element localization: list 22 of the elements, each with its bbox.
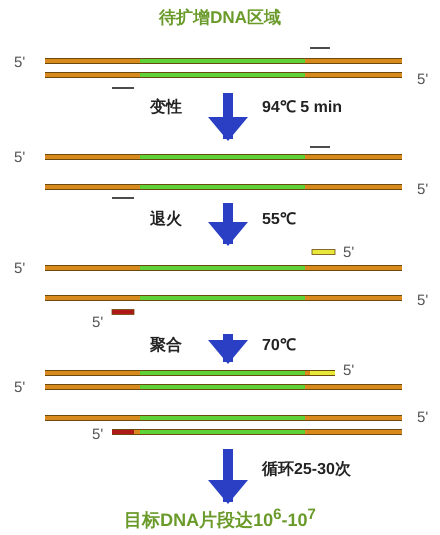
edge-label: 聚合 bbox=[150, 338, 182, 354]
strand-end-label: 5' bbox=[14, 150, 26, 165]
edge-label: 退火 bbox=[150, 212, 182, 228]
strand-end-label: 5' bbox=[92, 427, 104, 442]
arrow bbox=[208, 93, 248, 141]
title: 待扩增DNA区域 bbox=[158, 7, 282, 29]
strand-end-label: 5' bbox=[14, 380, 26, 395]
strand-end-label: 5' bbox=[417, 182, 428, 197]
strand-end-label: 5' bbox=[14, 55, 26, 70]
arrow bbox=[208, 449, 248, 504]
strand-end-label: 5' bbox=[92, 315, 104, 330]
strand-end-label: 5' bbox=[14, 261, 26, 276]
strand-end-label: 5' bbox=[343, 245, 354, 260]
strand-end-label: 5' bbox=[343, 363, 354, 378]
strand-end-label: 5' bbox=[417, 410, 428, 425]
edge-label: 变性 bbox=[150, 100, 182, 116]
result-text: 目标DNA片段达10$^{6}$-10$^{7}$ bbox=[124, 510, 316, 530]
edge-label: 循环25-30次 bbox=[262, 462, 351, 478]
arrow bbox=[208, 334, 248, 364]
strand-end-label: 5' bbox=[417, 72, 428, 87]
arrow bbox=[208, 203, 248, 246]
strand-end-label: 5' bbox=[417, 293, 428, 308]
